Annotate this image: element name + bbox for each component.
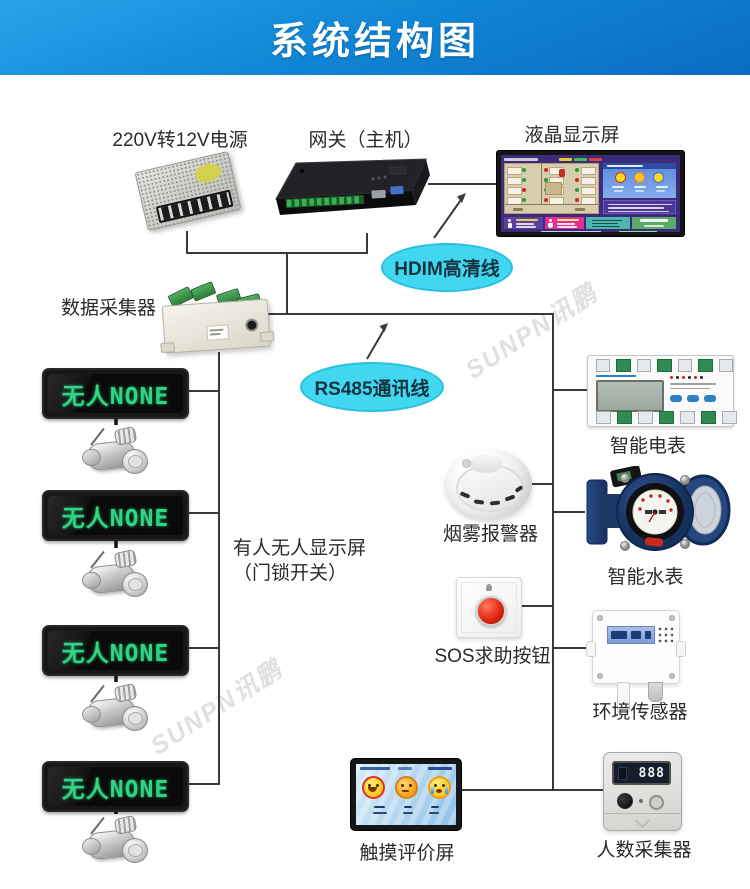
touch-evaluation-screen [356,764,456,825]
lcd-floorplan [504,163,600,214]
power-supply-case [134,150,242,232]
sos-red-button [476,596,506,626]
sos-button-label: SOS求助按钮 [434,646,551,667]
led-text: 无人NONE [61,383,170,410]
occupancy-note: 有人无人显示屏 （门锁开关） [233,536,383,586]
gateway-image [275,158,430,215]
touch-evaluation-screen-image [351,759,461,830]
occupancy-led-display: 无人NONE [42,368,189,419]
hdmi-cable-tag: HDIM高清线 [381,243,513,292]
hdmi-arrowhead [457,193,466,203]
counter-lens-dark [617,793,633,809]
lcd-monitor-label: 液晶显示屏 [524,125,620,146]
occupancy-note-line1: 有人无人显示屏 [233,538,367,559]
led-text: 无人NONE [61,640,170,667]
electric-meter-image [587,355,737,427]
counter-lens-light [649,795,664,810]
gateway-label: 网关（主机） [308,130,423,151]
people-counter-image: 888 [603,752,682,831]
lcd-emoji-panel [603,163,676,198]
people-counter-lcd: 888 [612,761,671,785]
lcd-panel-total [632,217,676,229]
lcd-panel-female [545,217,584,229]
environment-sensor-image [586,610,686,712]
floorplan-alert-figure [559,169,565,177]
occupancy-led-display: 无人NONE [42,490,189,541]
emoji-happy [361,776,385,799]
electric-meter-label: 智能电表 [609,436,686,457]
occupancy-led-display: 无人NONE [42,625,189,676]
water-meter-label: 智能水表 [607,567,684,588]
door-lock-image [82,811,152,865]
rs485-arrow-line [366,327,386,360]
environment-sensor-gland [648,682,663,702]
data-collector-image [160,281,275,358]
data-collector-case [160,298,275,354]
watermark: SUNPN讯鹏 [460,278,604,385]
lcd-info-panel [603,200,676,214]
lcd-panel-stats [586,217,630,229]
lcd-panel-male [504,217,543,229]
emoji-crying [427,776,451,799]
led-text: 无人NONE [61,505,170,532]
header-banner: 系统结构图 [0,0,750,75]
environment-sensor-probe [617,682,630,712]
occupancy-note-line2: （门锁开关） [233,563,348,584]
smoke-alarm-image [446,449,532,519]
meter-button [687,395,699,402]
occupancy-led-display: 无人NONE [42,761,189,812]
power-terminal-strip [155,189,234,224]
rs485-arrowhead [379,323,388,332]
door-lock-image [82,545,152,599]
smoke-alarm-label: 烟雾报警器 [442,524,538,545]
electric-meter-lcd [596,380,664,412]
led-text: 无人NONE [61,776,170,803]
meter-button [704,395,716,402]
door-lock-image [82,422,152,476]
lcd-monitor-screen [501,155,680,232]
people-counter-value: 888 [638,765,665,781]
environment-sensor-lcd [607,626,655,644]
door-lock-image [82,679,152,733]
environment-sensor-label: 环境传感器 [592,702,688,723]
meter-button [670,395,682,402]
power-supply-label: 220V转12V电源 [112,130,248,151]
gateway-serial-port [371,189,386,199]
lcd-monitor-image [496,150,685,237]
water-meter-image [586,466,731,551]
touch-screen-label: 触摸评价屏 [359,843,455,864]
gateway-vga-port [390,185,404,195]
data-collector-label: 数据采集器 [60,298,156,319]
rs485-cable-tag: RS485通讯线 [300,362,444,412]
people-counter-label: 人数采集器 [596,840,692,861]
page-title: 系统结构图 [269,21,480,63]
power-supply-image [134,150,242,233]
emoji-neutral [394,776,418,799]
hdmi-arrow-line [433,196,464,239]
sos-button-image [456,577,522,638]
